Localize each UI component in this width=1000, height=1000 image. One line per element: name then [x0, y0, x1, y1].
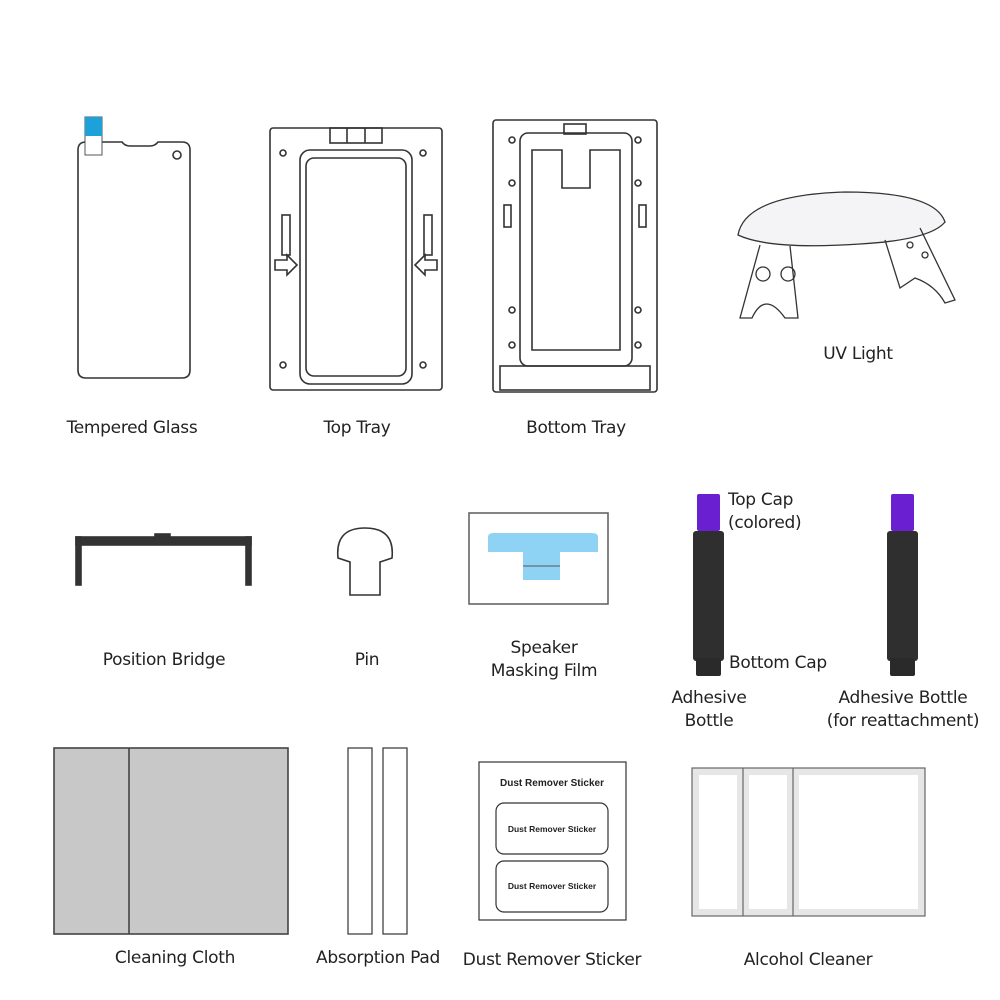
label-pin: Pin — [354, 650, 380, 670]
speaker-masking-film-illustration — [468, 512, 609, 605]
position-bridge-illustration — [75, 533, 252, 586]
label-line: Masking Film — [490, 661, 598, 681]
label-alcohol-cleaner: Alcohol Cleaner — [743, 950, 873, 970]
label-bottom-tray: Bottom Tray — [526, 418, 626, 438]
label-uv-light: UV Light — [823, 344, 893, 364]
label-adhesive-bottle-reattach: Adhesive Bottle (for reattachment) — [826, 687, 980, 733]
label-adhesive-bottle: Adhesive Bottle — [671, 687, 746, 733]
alcohol-cleaner-illustration — [691, 767, 926, 917]
top-tray-illustration — [269, 127, 443, 391]
label-bottom-cap: Bottom Cap — [729, 653, 827, 673]
uv-light-illustration — [737, 191, 956, 319]
label-top-cap: Top Cap (colored) — [728, 489, 802, 535]
label-speaker-film: Speaker Masking Film — [490, 637, 598, 683]
cleaning-cloth-illustration — [53, 747, 289, 935]
label-absorption-pad: Absorption Pad — [316, 948, 440, 968]
label-line: Adhesive — [671, 688, 747, 708]
dust-remover-sticker-illustration — [478, 761, 627, 921]
adhesive-bottle-reattach-illustration — [887, 494, 918, 676]
absorption-pad-illustration — [347, 747, 408, 935]
label-line: (colored) — [728, 513, 802, 533]
sticker-inner-label: Dust Remover Sticker — [507, 881, 597, 891]
label-tempered-glass: Tempered Glass — [66, 418, 198, 438]
label-dust-remover-sticker: Dust Remover Sticker — [462, 950, 642, 970]
adhesive-bottle-illustration — [693, 494, 724, 676]
sticker-inner-label: Dust Remover Sticker — [507, 824, 597, 834]
label-position-bridge: Position Bridge — [102, 650, 226, 670]
tempered-glass-illustration — [77, 116, 191, 379]
pin-illustration — [336, 527, 394, 596]
label-line: Adhesive Bottle — [838, 688, 968, 708]
label-cleaning-cloth: Cleaning Cloth — [114, 948, 236, 968]
bottom-tray-illustration — [492, 119, 658, 393]
label-line: (for reattachment) — [826, 711, 980, 731]
sticker-title: Dust Remover Sticker — [500, 778, 604, 789]
label-line: Speaker — [510, 638, 578, 658]
label-top-tray: Top Tray — [323, 418, 391, 438]
label-line: Top Cap — [728, 490, 794, 510]
label-line: Bottle — [684, 711, 734, 731]
